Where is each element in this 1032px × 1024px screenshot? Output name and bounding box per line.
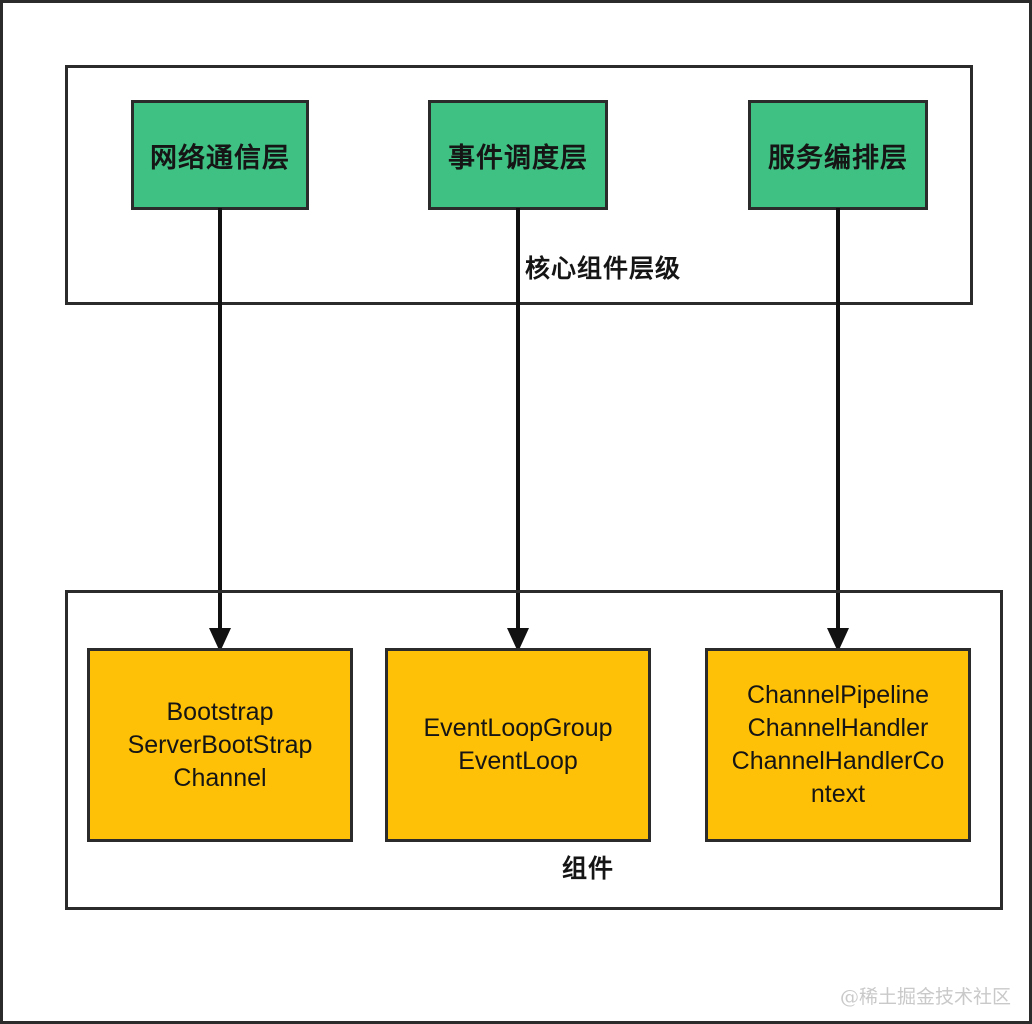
node-event-dispatch-layer-label: 事件调度层 [448,142,588,173]
group-core-layers-caption: 核心组件层级 [524,255,681,283]
node-network-layer-label: 网络通信层 [150,142,290,173]
node-service-orchestration-layer-label: 服务编排层 [768,142,908,173]
group-components [65,590,1003,910]
node-channelpipeline-handler-context[interactable]: ChannelPipeline ChannelHandler ChannelHa… [705,648,971,842]
node-bootstrap-channel[interactable]: Bootstrap ServerBootStrap Channel [87,648,353,842]
watermark: @稀土掘金技术社区 [839,986,1011,1008]
node-channelpipeline-handler-context-label: ChannelPipeline ChannelHandler ChannelHa… [731,681,945,808]
node-bootstrap-channel-label: Bootstrap ServerBootStrap Channel [127,697,313,792]
node-eventloopgroup-eventloop-label: EventLoopGroup EventLoop [423,714,613,775]
group-components-caption: 组件 [561,855,614,883]
node-network-layer[interactable]: 网络通信层 [131,100,309,210]
node-event-dispatch-layer[interactable]: 事件调度层 [428,100,608,210]
node-service-orchestration-layer[interactable]: 服务编排层 [748,100,928,210]
node-eventloopgroup-eventloop[interactable]: EventLoopGroup EventLoop [385,648,651,842]
